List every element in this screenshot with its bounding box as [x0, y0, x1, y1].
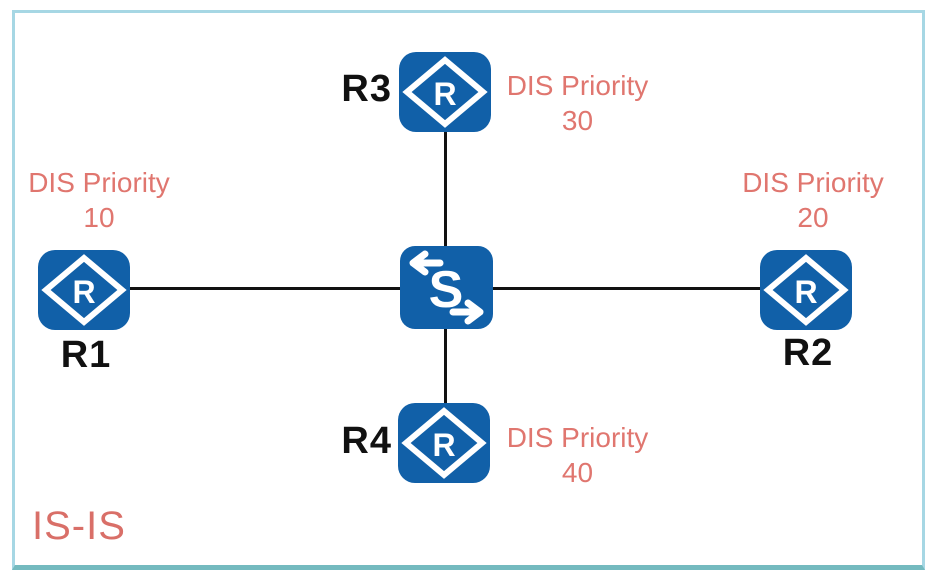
svg-text:R: R [72, 274, 95, 310]
dis-priority-r3-text: DIS Priority [506, 70, 649, 101]
router-node-r3: R [399, 52, 491, 132]
dis-priority-r4-text: DIS Priority [506, 422, 649, 453]
svg-text:R: R [433, 76, 456, 112]
dis-priority-r1-text: DIS Priority [28, 167, 170, 198]
dis-priority-r2-value: 20 [797, 202, 829, 233]
router-icon: R [401, 407, 487, 479]
arrow-left-icon [409, 250, 444, 276]
router-icon: R [763, 254, 849, 326]
diagram-title: IS-IS [32, 504, 126, 548]
dis-priority-r1-value: 10 [83, 202, 115, 233]
router-label-r3: R3 [341, 68, 392, 110]
dis-priority-r3-value: 30 [561, 105, 594, 136]
router-node-r1: R [38, 250, 130, 330]
switch-node: S [400, 246, 493, 329]
arrow-right-icon [449, 299, 484, 325]
router-node-r4: R [398, 403, 490, 483]
dis-priority-r4-value: 40 [561, 457, 594, 488]
svg-text:R: R [432, 427, 455, 463]
dis-priority-r3: DIS Priority 30 [490, 68, 665, 138]
router-icon: R [41, 254, 127, 326]
dis-priority-r2: DIS Priority 20 [727, 165, 899, 235]
dis-priority-r4: DIS Priority 40 [490, 420, 665, 490]
router-node-r2: R [760, 250, 852, 330]
switch-icon: S [409, 250, 484, 325]
dis-priority-r1: DIS Priority 10 [13, 165, 185, 235]
svg-text:R: R [794, 274, 817, 310]
router-label-r1: R1 [60, 334, 112, 376]
router-label-r4: R4 [341, 420, 392, 462]
router-label-r2: R2 [782, 332, 834, 374]
router-icon: R [402, 56, 488, 128]
dis-priority-r2-text: DIS Priority [742, 167, 884, 198]
